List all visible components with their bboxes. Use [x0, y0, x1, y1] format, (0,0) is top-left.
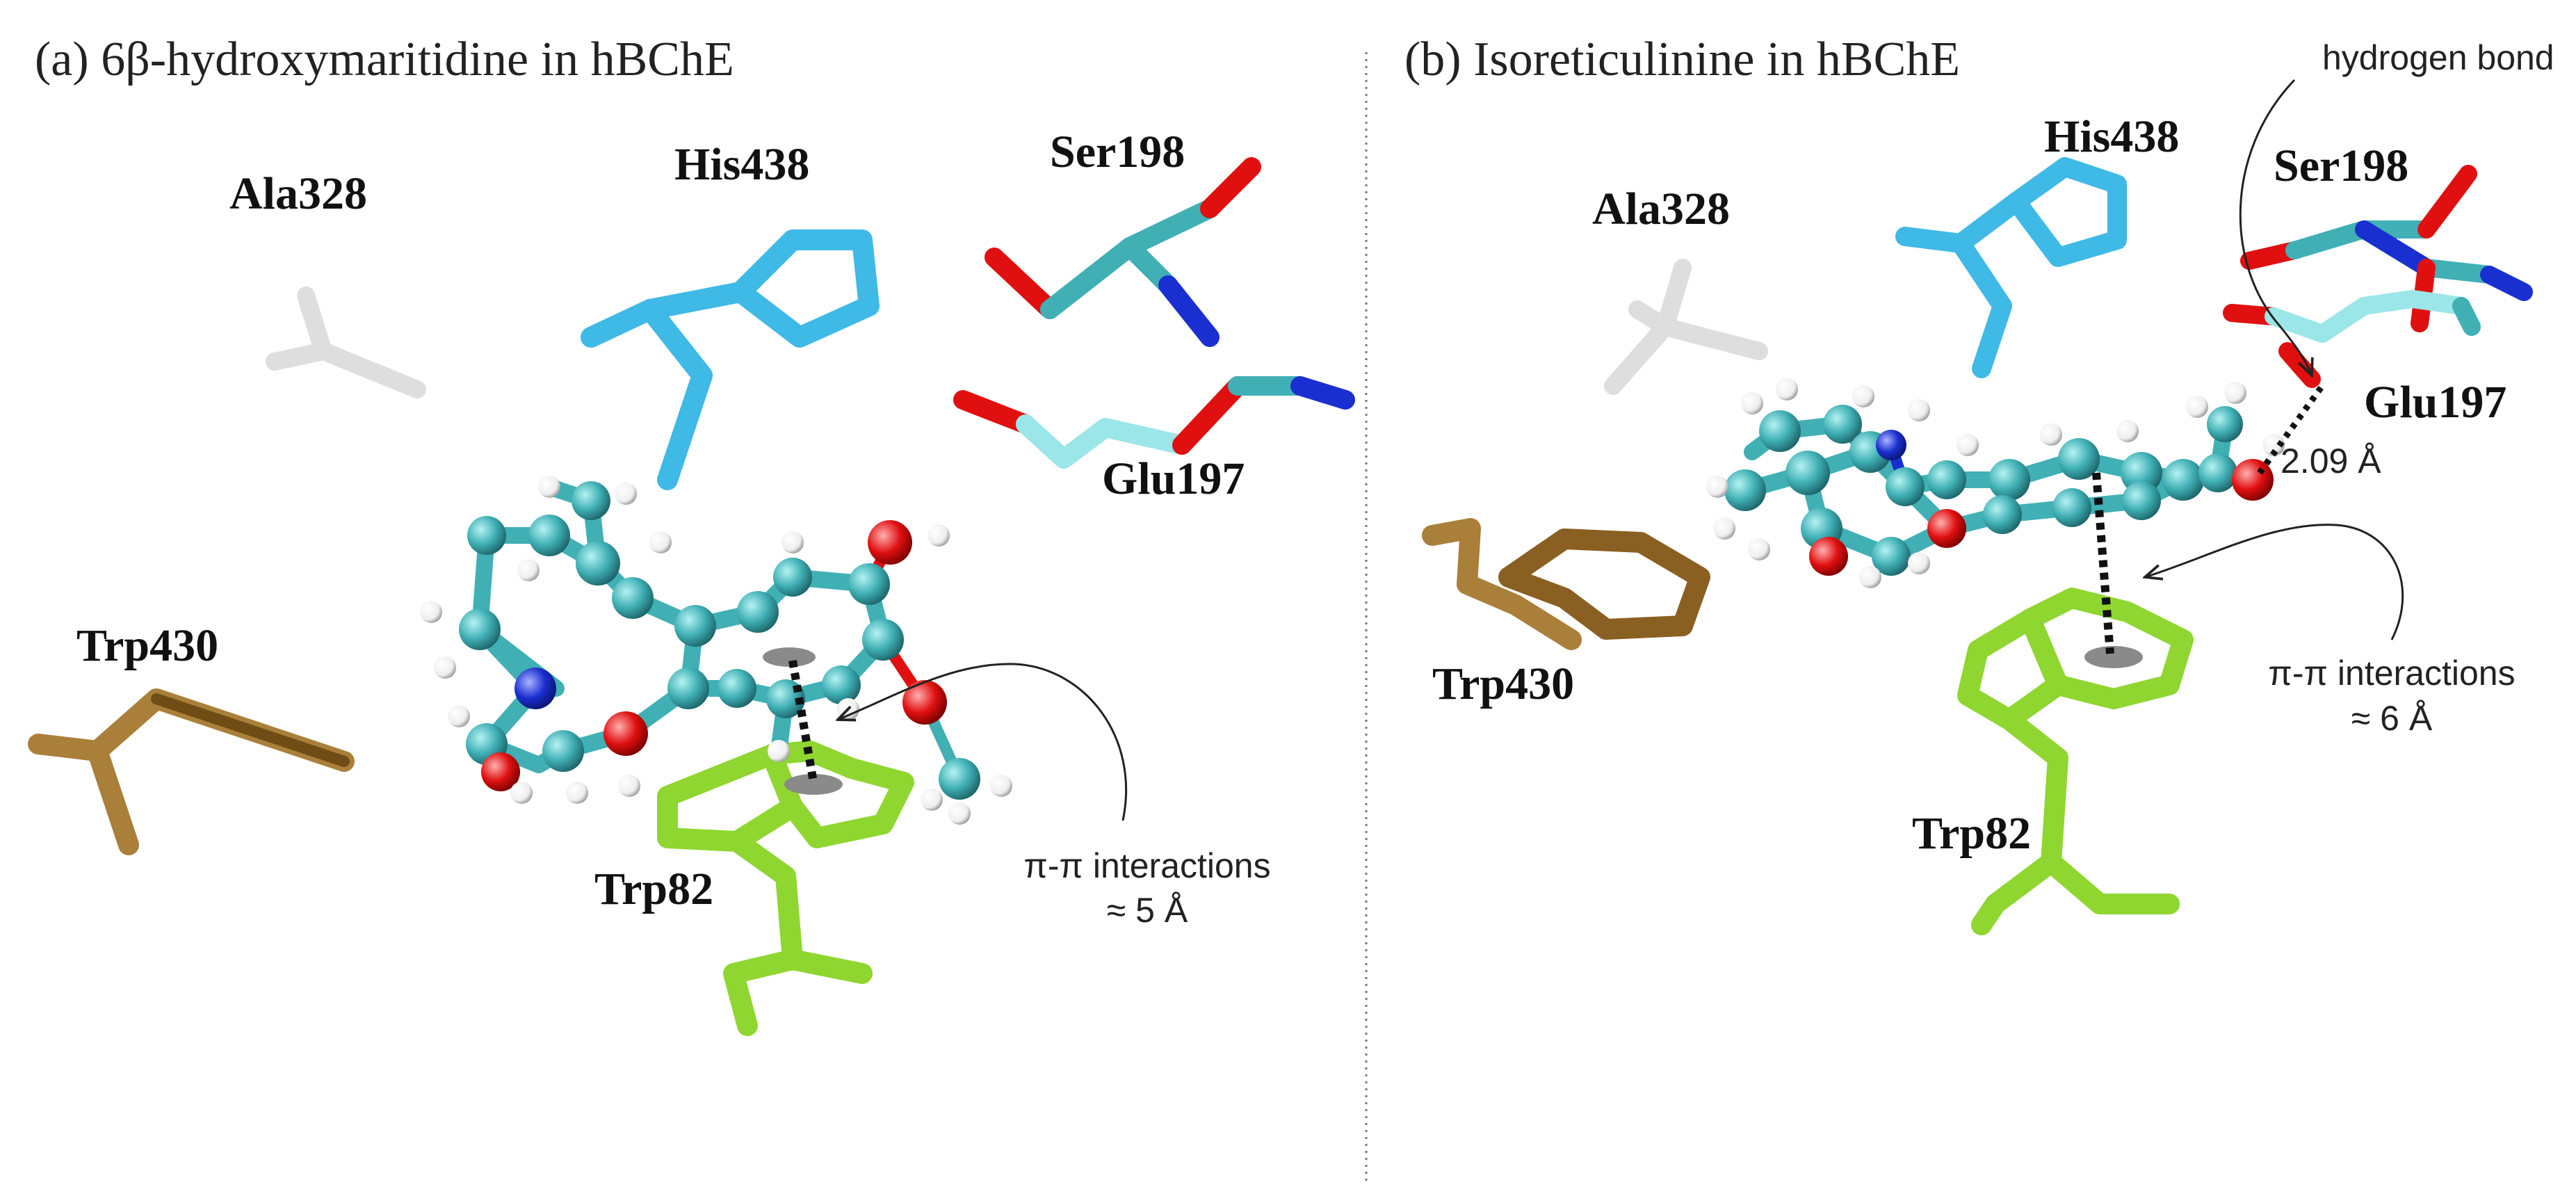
trp82-residue: [657, 741, 914, 1036]
panel-a-title: (a) 6β-hydroxymaritidine in hBChE: [35, 33, 734, 86]
ala328-label: Ala328: [229, 168, 367, 219]
glu197-label: Glu197: [2364, 377, 2506, 428]
trp82-label: Trp82: [594, 864, 713, 914]
ala328-residue: [1604, 259, 1768, 395]
ligand-isoreticulinine: [1706, 378, 2325, 668]
panel-a: (a) 6β-hydroxymaritidine in hBChE Ala328…: [28, 33, 1355, 1036]
trp82-ring-centroid: [2084, 646, 2143, 668]
glu197-label: Glu197: [1102, 453, 1245, 504]
pi-pi-dashed-line: [788, 659, 818, 784]
pi-interaction-label: π-π interactions: [2268, 654, 2515, 693]
his438-residue: [1895, 157, 2127, 378]
hydrogen-bond-line: [2257, 384, 2325, 475]
his438-label: His438: [674, 139, 809, 190]
trp82-residue: [1957, 588, 2194, 935]
hydrogen-bond-distance: 2.09 Å: [2281, 442, 2381, 481]
panel-b-title: (b) Isoreticulinine in hBChE: [1404, 33, 1960, 86]
pi-interaction-distance: ≈ 5 Å: [1107, 891, 1188, 930]
pi-interaction-arrow: [2145, 524, 2404, 640]
trp82-ring-centroid: [784, 774, 843, 795]
his438-label: His438: [2044, 111, 2179, 162]
his438-residue: [581, 229, 880, 490]
trp430-label: Trp430: [76, 620, 218, 671]
pi-interaction-arrow: [838, 663, 1128, 821]
ligand-atoms: [1706, 378, 2285, 588]
pi-interaction-distance: ≈ 6 Å: [2351, 699, 2433, 738]
ala328-residue: [266, 286, 426, 398]
ala328-label: Ala328: [1592, 184, 1730, 234]
ligand-6b-hydroxymaritidine: [420, 476, 1012, 825]
ser198-label: Ser198: [2274, 140, 2408, 191]
trp430-residue: [28, 688, 355, 855]
ligand-ring-centroid: [763, 647, 816, 667]
ligand-atoms: [420, 476, 1012, 825]
hydrogen-bond-label: hydrogen bond: [2322, 38, 2554, 77]
pi-pi-dashed-line: [2092, 472, 2114, 654]
panel-b: (b) Isoreticulinine in hBChE Ala328 His4…: [1404, 33, 2554, 935]
ser198-label: Ser198: [1050, 127, 1185, 177]
trp430-residue: [1422, 518, 1710, 650]
glu197-residue: [953, 376, 1355, 469]
trp430-label: Trp430: [1432, 659, 1574, 709]
trp82-label: Trp82: [1912, 808, 2031, 859]
ser198-residue: [985, 157, 1261, 347]
pi-interaction-label: π-π interactions: [1023, 846, 1270, 885]
hydrogen-bond-arrow: [2239, 79, 2312, 376]
